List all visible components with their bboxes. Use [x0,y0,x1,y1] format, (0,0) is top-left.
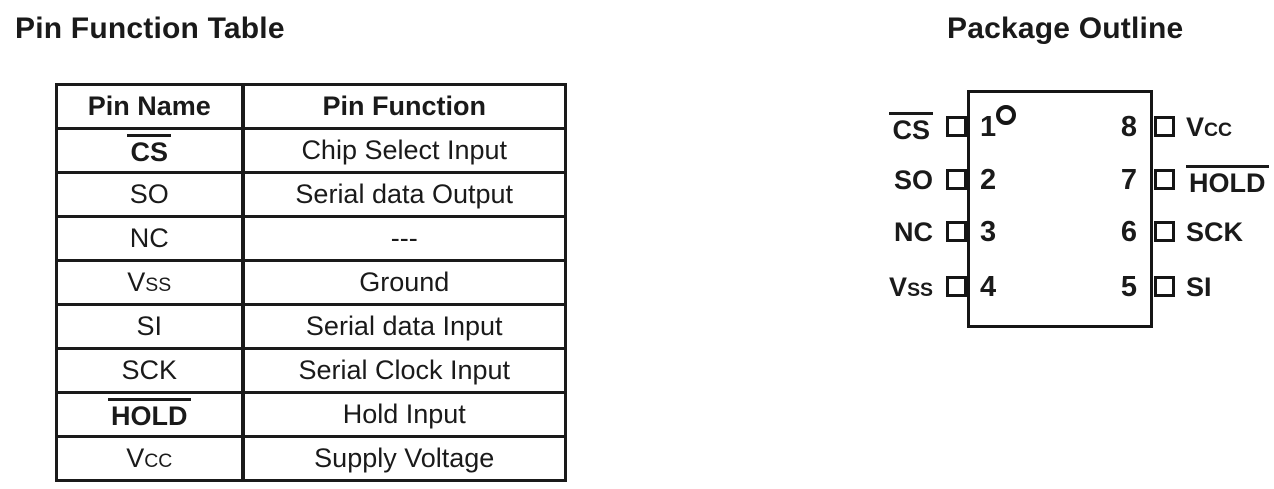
pin-square-icon [946,276,967,297]
pin-number: 7 [1120,164,1137,196]
pin-label-base: V [1186,112,1205,142]
pin-square-icon [1154,221,1175,242]
pin-square-icon [1154,116,1175,137]
pin-function-cell: --- [240,215,567,262]
pin-function-cell: Serial Clock Input [240,347,567,394]
pin-square-icon [946,169,967,190]
pin-function-table: Pin Name Pin Function CS Chip Select Inp… [55,83,567,482]
table-header-row: Pin Name Pin Function [55,83,567,130]
pin-function-cell: Serial data Output [240,171,567,218]
pin-label-suffix: CC [1204,119,1233,141]
table-row: SCK Serial Clock Input [55,347,567,394]
pin-function-cell: Ground [240,259,567,306]
overline-pin-label: CS [889,112,933,144]
pin-row-1: CS 1 [855,111,1274,145]
table-row: SO Serial data Output [55,171,567,218]
pin-name-suffix: CC [144,450,173,472]
pin-square-icon [1154,169,1175,190]
pin-label-base: V [889,272,908,302]
pin-function-cell: Chip Select Input [240,127,567,174]
table-row: VSS Ground [55,259,567,306]
package-outline-title: Package Outline [947,12,1184,45]
pin-name-cell: VSS [55,259,244,306]
pin-name-cell: HOLD [55,391,244,438]
pin-number: 5 [1120,271,1137,303]
pin-label: SI [1186,272,1212,302]
pin-function-cell: Serial data Input [240,303,567,350]
pin-square-icon [946,221,967,242]
table-row: VCC Supply Voltage [55,435,567,482]
pin-name-cell: VCC [55,435,244,482]
package-outline-diagram: CS 1 SO 2 NC 3 VSS 4 8 VCC 7 HOLD [855,83,1274,353]
pin-row-3: NC 3 [855,217,1274,247]
pin-name-base: V [127,267,146,297]
pin-row-2: SO 2 [855,165,1274,195]
pin-row-7: 7 HOLD [855,164,1274,198]
pin-square-icon [946,116,967,137]
pin-label: NC [894,217,933,247]
pin-label: VCC [1186,112,1232,145]
pin-name-cell: SO [55,171,244,218]
table-row: NC --- [55,215,567,262]
pin-function-cell: Supply Voltage [240,435,567,482]
pin-row-4: VSS 4 [855,272,1274,302]
pin-label-suffix: SS [907,279,933,301]
pin-square-icon [1154,276,1175,297]
table-row: CS Chip Select Input [55,127,567,174]
pin-label: CS [855,112,933,145]
pin-number: 3 [980,216,997,248]
pin-row-5: 5 SI [855,272,1274,302]
pin-row-8: 8 VCC [855,112,1274,142]
pin-name-base: V [126,443,145,473]
overline-pin-name: HOLD [108,397,191,430]
ic-body [967,90,1153,328]
pin-name-cell: CS [55,127,244,174]
pin-number: 4 [980,271,997,303]
pin-function-table-title: Pin Function Table [15,12,285,45]
pin-label: SCK [1186,217,1244,247]
pin-number: 6 [1120,216,1137,248]
pin-row-6: 6 SCK [855,217,1274,247]
pin-name-suffix: SS [145,274,172,296]
pin-function-header: Pin Function [240,83,567,130]
pin-name-cell: SI [55,303,244,350]
table-row: SI Serial data Input [55,303,567,350]
pin-function-cell: Hold Input [240,391,567,438]
table-row: HOLD Hold Input [55,391,567,438]
pin-name-cell: SCK [55,347,244,394]
pin-name-header: Pin Name [55,83,244,130]
pin-label: SO [893,165,933,195]
pin-number: 1 [980,111,997,143]
overline-pin-name: CS [127,133,171,166]
pin1-indicator-circle-icon [996,105,1016,125]
pin-number: 2 [980,164,997,196]
pin-label: VSS [855,272,933,305]
pin-number: 8 [1120,111,1137,143]
pin-label: HOLD [1186,165,1269,198]
overline-pin-label: HOLD [1186,165,1269,197]
pin-name-cell: NC [55,215,244,262]
